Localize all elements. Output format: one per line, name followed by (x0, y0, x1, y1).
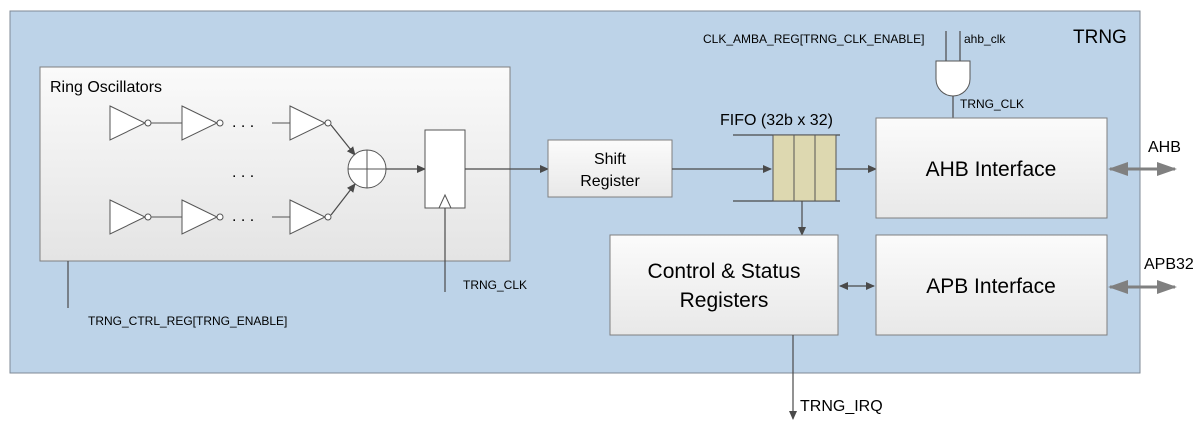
inverter-icon (289, 199, 327, 235)
wire-osc-bottom-to-xor (330, 183, 356, 216)
inverter-icon (181, 105, 219, 141)
fifo-cells (772, 134, 837, 202)
shift-register-block (547, 139, 673, 198)
signal-trng-clk-top: TRNG_CLK (960, 97, 1024, 111)
signal-clk-amba-reg: CLK_AMBA_REG[TRNG_CLK_ENABLE] (703, 32, 924, 46)
signal-trng-ctrl-reg: TRNG_CTRL_REG[TRNG_ENABLE] (88, 314, 287, 328)
flip-flop (424, 129, 466, 209)
clock-edge-icon (438, 193, 452, 209)
control-status-block (609, 234, 839, 336)
ahb-interface-block (875, 117, 1108, 219)
dots-vertical: . . . (232, 164, 254, 181)
control-status-line1: Control & Status (648, 260, 801, 283)
inverter-bubble-icon (324, 119, 332, 127)
signal-ahb: AHB (1148, 139, 1181, 156)
dots-top: . . . (232, 114, 254, 131)
inverter-bubble-icon (216, 119, 224, 127)
and-gate-icon (935, 60, 971, 97)
inverter-chain-bottom (109, 199, 332, 235)
ahb-interface-label: AHB Interface (926, 158, 1057, 181)
shift-register-line2: Register (580, 173, 640, 190)
inverter-bubble-icon (216, 213, 224, 221)
signal-apb32: APB32 (1144, 256, 1194, 273)
wire-osc-top-to-xor (330, 124, 356, 156)
signal-trng-clk-ff: TRNG_CLK (463, 278, 527, 292)
fifo-label: FIFO (32b x 32) (720, 112, 833, 129)
trng-title: TRNG (1073, 27, 1127, 48)
inverter-bubble-icon (144, 119, 152, 127)
inverter-icon (289, 105, 327, 141)
dots-bottom: . . . (232, 208, 254, 225)
inverter-bubble-icon (324, 213, 332, 221)
signal-trng-irq: TRNG_IRQ (800, 398, 883, 415)
xor-icon (347, 149, 387, 189)
signal-ahb-clk: ahb_clk (964, 32, 1006, 46)
inverter-bubble-icon (144, 213, 152, 221)
shift-register-line1: Shift (594, 151, 627, 168)
apb-interface-block (875, 234, 1108, 336)
inverter-icon (109, 199, 147, 235)
inverter-icon (181, 199, 219, 235)
inverter-chain-top (109, 105, 332, 141)
inverter-icon (109, 105, 147, 141)
apb-interface-label: APB Interface (926, 275, 1056, 298)
control-status-line2: Registers (680, 289, 769, 312)
ring-oscillators-title: Ring Oscillators (50, 79, 162, 96)
